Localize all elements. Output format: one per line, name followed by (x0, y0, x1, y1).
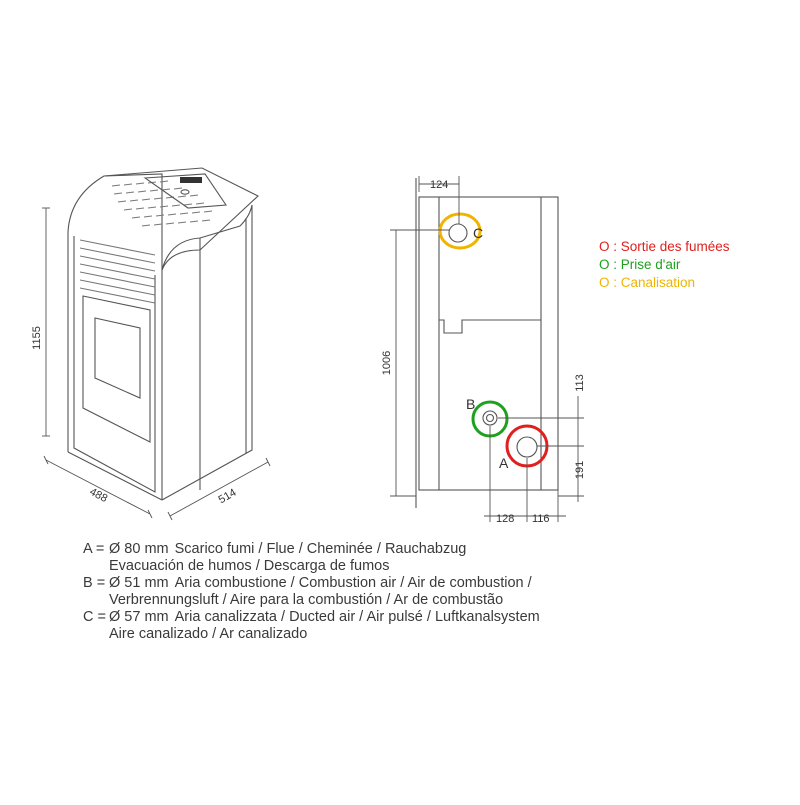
stove-knob (180, 189, 190, 195)
outlet-b-inner (485, 413, 495, 423)
dimension-lines-side (390, 176, 584, 522)
stove-side-view (415, 178, 559, 508)
outlet-notes: A = Ø 80 mm Scarico fumi / Flue / Chemin… (83, 541, 540, 643)
stove-door (82, 295, 151, 443)
marker-a: A (499, 455, 509, 471)
marker-c: C (473, 225, 483, 241)
marker-b: B (466, 396, 475, 412)
outlet-c (448, 223, 468, 243)
note-b: B = Ø 51 mm Aria combustione / Combustio… (83, 575, 540, 592)
note-c-line1: Aria canalizzata / Ducted air / Air puls… (174, 609, 540, 625)
dim-bottom-116: 116 (532, 513, 550, 525)
stove-side-panel (161, 204, 253, 501)
note-b-line1: Aria combustione / Combustion air / Air … (174, 575, 532, 591)
note-c: C = Ø 57 mm Aria canalizzata / Ducted ai… (83, 609, 540, 626)
note-a: A = Ø 80 mm Scarico fumi / Flue / Chemin… (83, 541, 540, 558)
legend-item-yellow: O : Canalisation (599, 275, 696, 290)
stove-top-vents (111, 180, 213, 227)
side-body (418, 196, 559, 491)
note-a-size: Ø 80 mm (109, 541, 169, 557)
stove-display (180, 177, 202, 183)
dim-top-offset: 124 (430, 179, 448, 191)
stove-perspective (67, 167, 259, 501)
dim-side-113: 113 (574, 374, 586, 392)
stove-window (94, 317, 141, 399)
dim-bottom-128: 128 (496, 513, 514, 525)
stove-top-surface (103, 167, 259, 271)
dim-height-stove: 1155 (31, 326, 43, 350)
note-a-line2: Evacuación de humos / Descarga de fumos (109, 558, 390, 574)
dim-width-front: 488 (87, 486, 109, 505)
dim-depth-side: 514 (217, 487, 239, 507)
note-a-line1: Scarico fumi / Flue / Cheminée / Rauchab… (174, 541, 467, 557)
note-b-key: B = (83, 575, 106, 591)
outlet-b (482, 410, 498, 426)
stove-grill (79, 239, 156, 304)
stove-front-face (67, 173, 163, 500)
stove-control-panel (143, 173, 227, 209)
dimension-lines-perspective (42, 207, 271, 521)
legend-item-green: O : Prise d'air (599, 257, 681, 272)
outlet-a (516, 436, 538, 458)
note-c-key: C = (83, 609, 106, 625)
note-b-line2: Verbrennungsluft / Aire para la combusti… (109, 592, 504, 608)
dim-height-outlet: 1006 (381, 351, 393, 375)
note-c-size: Ø 57 mm (109, 609, 169, 625)
highlight-ring-yellow (438, 212, 482, 250)
outlets (448, 223, 538, 458)
legend-item-red: O : Sortie des fumées (599, 239, 730, 254)
note-b-size: Ø 51 mm (109, 575, 169, 591)
color-legend: O : Sortie des fumées O : Prise d'air O … (599, 238, 730, 292)
internal-partition (439, 319, 541, 334)
note-a-key: A = (83, 541, 105, 557)
note-c-line2: Aire canalizado / Ar canalizado (109, 626, 308, 642)
dim-side-191: 191 (574, 461, 586, 479)
